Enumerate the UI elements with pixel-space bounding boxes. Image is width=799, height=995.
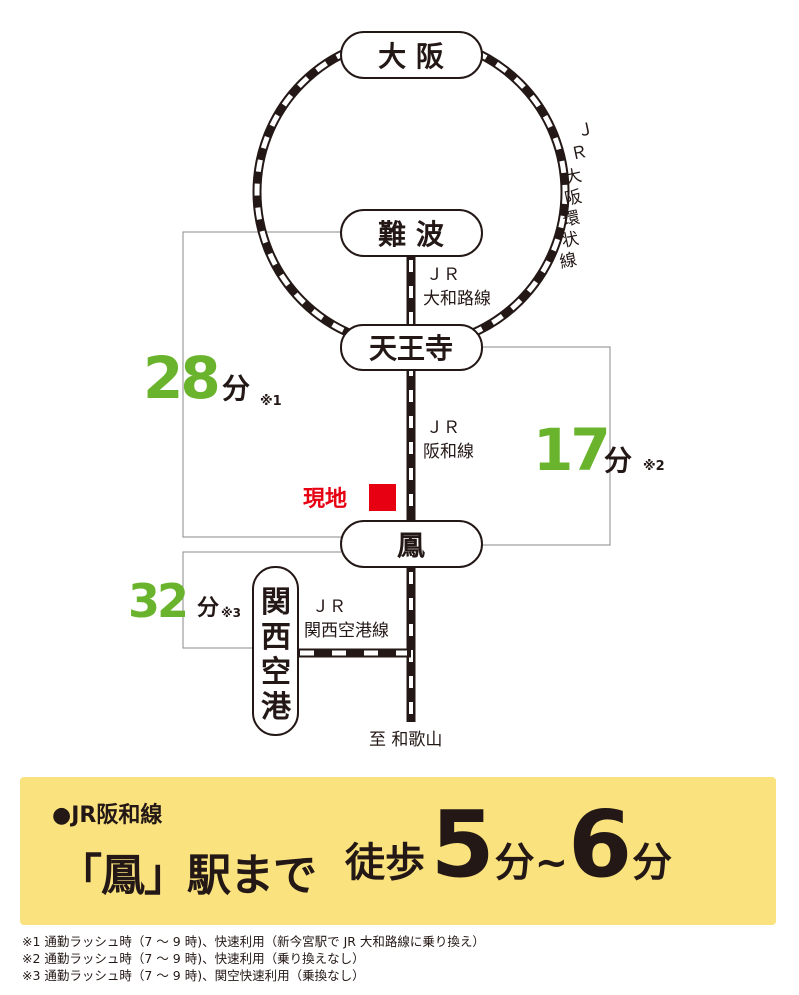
walk-tilde: ~ — [534, 840, 569, 886]
svg-text:※2: ※2 — [643, 459, 665, 474]
to-wakayama-label: 至 和歌山 — [369, 730, 442, 750]
station-tennoji[interactable]: 天王寺 — [340, 324, 483, 371]
svg-text:分: 分 — [197, 596, 219, 621]
station-namba-label: 難 波 — [378, 218, 445, 251]
walking-time: 徒歩 5分~6分 — [345, 799, 672, 891]
svg-text:阪: 阪 — [563, 187, 584, 210]
station-osaka-label: 大 阪 — [378, 40, 444, 73]
svg-text:分: 分 — [222, 372, 250, 405]
station-ka-char: 空 — [261, 655, 291, 690]
kansai-line-label-jr: ＪＲ — [312, 597, 346, 617]
station-ka-char: 西 — [261, 620, 291, 655]
svg-text:17: 17 — [533, 416, 608, 484]
station-kansai-airport[interactable]: 関 西 空 港 — [252, 566, 299, 736]
walk-min: 5 — [430, 791, 495, 898]
svg-text:分: 分 — [604, 444, 632, 477]
svg-text:状: 状 — [560, 229, 581, 252]
hanwa-line-label: 阪和線 — [423, 442, 474, 462]
walk-max: 6 — [568, 791, 633, 898]
walk-unit: 分 — [632, 840, 673, 886]
yamatoji-line-label-jr: ＪＲ — [426, 265, 460, 285]
line-name: ●JR阪和線 — [52, 803, 163, 828]
time-namba: 28 分 ※1 — [143, 344, 282, 412]
station-ka-char: 港 — [261, 690, 292, 725]
svg-text:Ｊ: Ｊ — [575, 119, 596, 142]
current-location-label: 現地 — [303, 487, 347, 512]
walk-unit: 分 — [494, 840, 535, 886]
airport-bracket — [182, 551, 341, 649]
station-osaka[interactable]: 大 阪 — [340, 31, 483, 79]
footnotes: ※1 通勤ラッシュ時（7 ～ 9 時)、快速利用（新今宮駅で JR 大和路線に乗… — [22, 933, 485, 984]
svg-text:※3: ※3 — [221, 606, 241, 620]
hanwa-line-label-jr: ＪＲ — [426, 418, 460, 438]
svg-text:28: 28 — [143, 344, 218, 412]
station-ka-char: 関 — [261, 585, 291, 620]
destination-label: 「鳳」駅まで — [58, 850, 317, 901]
station-namba[interactable]: 難 波 — [340, 209, 483, 257]
station-otori-label: 鳳 — [397, 529, 425, 562]
loop-line-label: Ｊ Ｒ 大 阪 環 状 線 — [558, 119, 596, 273]
footnote: ※3 通勤ラッシュ時（7 ～ 9 時)、関空快速利用（乗換なし） — [22, 968, 365, 983]
current-location-marker — [369, 484, 396, 511]
station-otori[interactable]: 鳳 — [340, 520, 483, 568]
yamatoji-line-label: 大和路線 — [423, 289, 491, 309]
walk-label: 徒歩 — [345, 840, 425, 886]
svg-text:※1: ※1 — [260, 394, 282, 409]
svg-text:Ｒ: Ｒ — [569, 142, 590, 165]
footnote: ※1 通勤ラッシュ時（7 ～ 9 時)、快速利用（新今宮駅で JR 大和路線に乗… — [22, 934, 485, 949]
station-tennoji-label: 天王寺 — [369, 332, 453, 365]
svg-text:大: 大 — [563, 166, 584, 189]
svg-text:環: 環 — [561, 208, 582, 231]
tennoji-bracket — [482, 346, 611, 546]
time-tennoji: 17 分 ※2 — [533, 416, 665, 484]
walking-time-panel: ●JR阪和線 「鳳」駅まで 徒歩 5分~6分 — [20, 777, 776, 925]
time-kansai-airport: 32 分 ※3 — [128, 574, 241, 628]
kansai-line-label: 関西空港線 — [304, 621, 389, 641]
svg-text:32: 32 — [128, 574, 186, 628]
footnote: ※2 通勤ラッシュ時（7 ～ 9 時)、快速利用（乗り換えなし） — [22, 951, 365, 966]
svg-text:線: 線 — [558, 250, 579, 273]
